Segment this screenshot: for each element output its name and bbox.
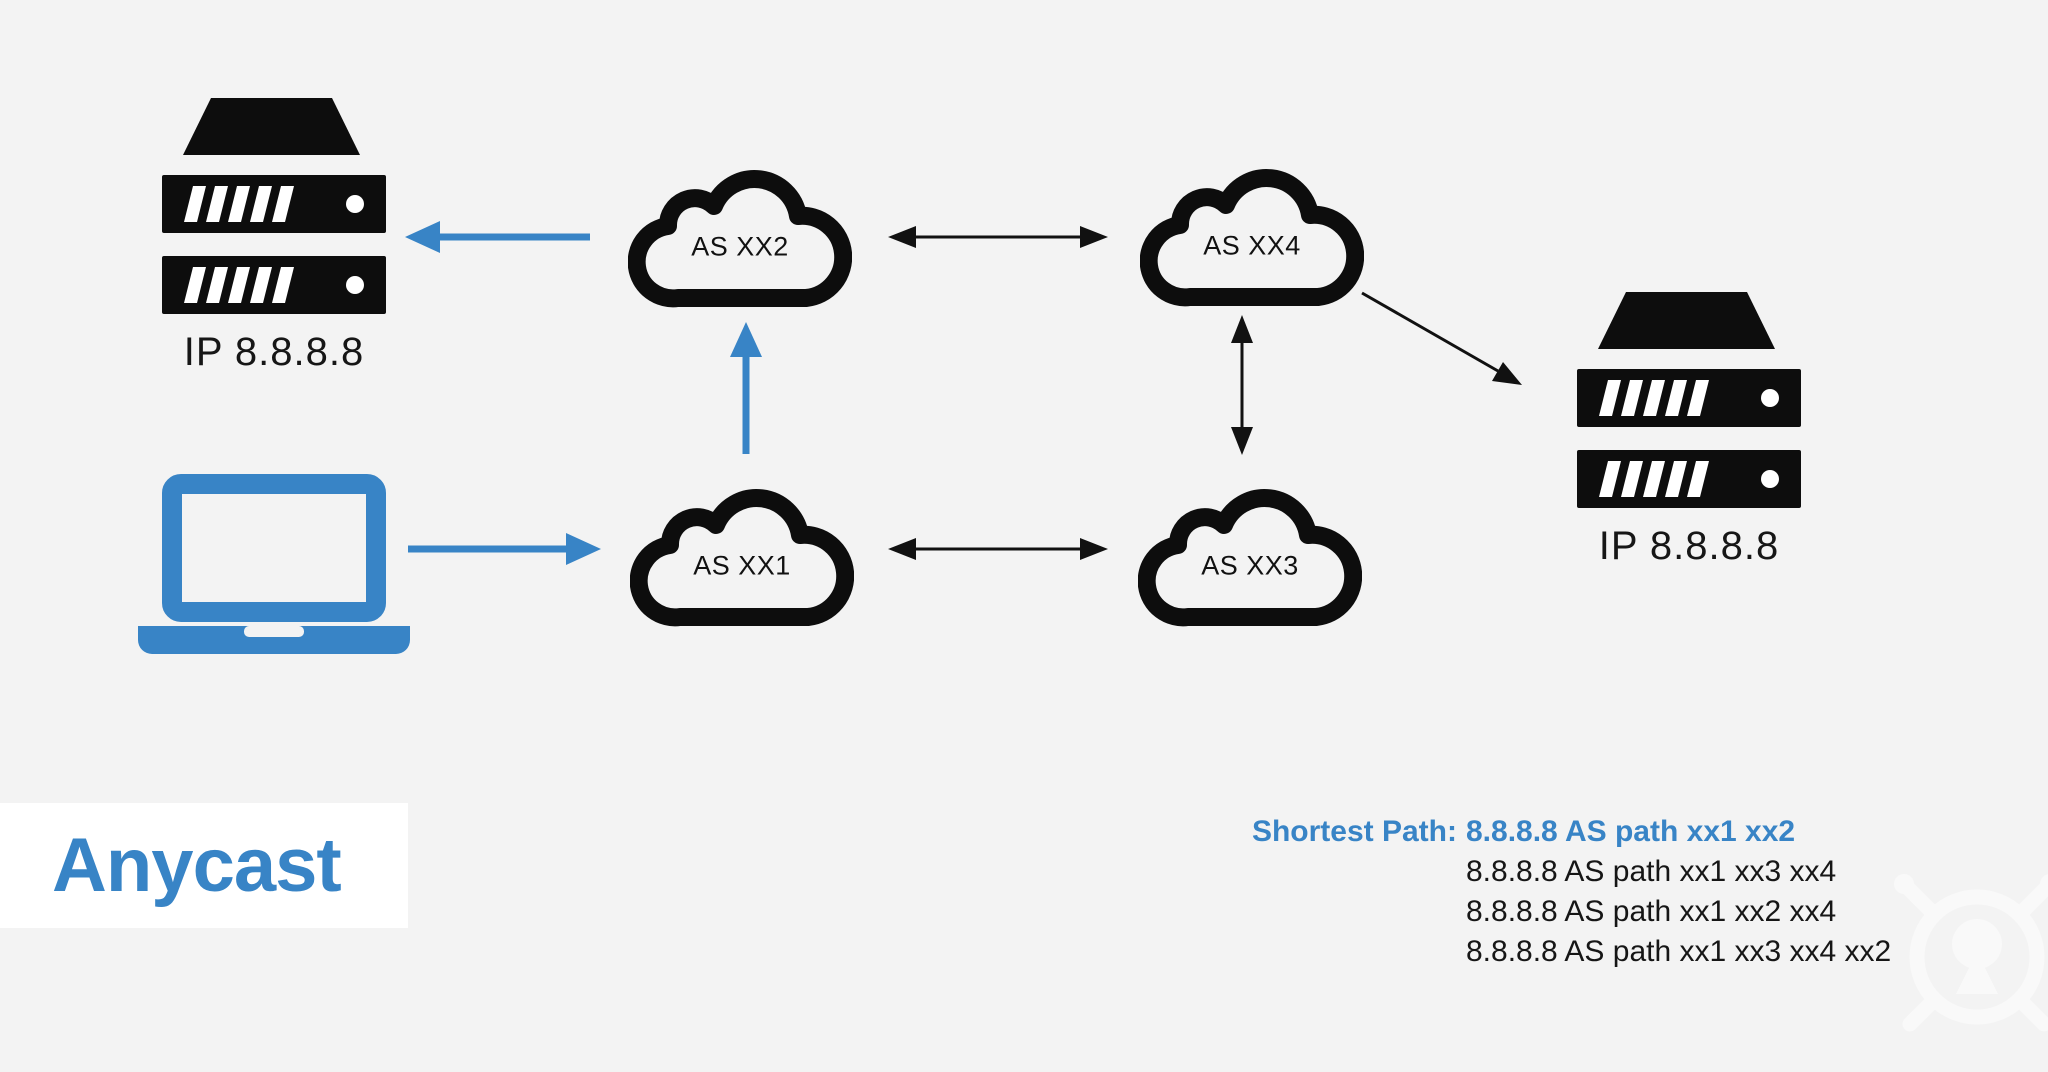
keyhole-watermark-icon <box>1870 852 2048 1072</box>
cloud-label-as-xx4: AS XX4 <box>1203 230 1301 261</box>
cloud-icon <box>1140 169 1364 307</box>
shortest-path-value: 8.8.8.8 AS path xx1 xx2 <box>1466 815 1796 848</box>
double-arrow-xx2-xx4-icon <box>888 226 1108 248</box>
route-alternative: 8.8.8.8 AS path xx1 xx2 xx4 <box>1466 895 1837 928</box>
route-spacer <box>1246 892 1466 932</box>
cloud-as-xx2: AS XX2 <box>628 150 852 312</box>
cloud-label-as-xx1: AS XX1 <box>693 550 791 581</box>
server-right-caption: IP 8.8.8.8 <box>1598 524 1780 568</box>
arrow-xx4-to-right-server-icon <box>1361 291 1522 385</box>
route-list: Shortest Path: 8.8.8.8 AS path xx1 xx2 8… <box>1246 812 1891 972</box>
route-spacer <box>1246 852 1466 892</box>
anycast-diagram: IP 8.8.8.8 IP 8.8 <box>0 98 1892 972</box>
cloud-as-xx3: AS XX3 <box>1138 469 1362 631</box>
cloud-icon <box>630 489 854 627</box>
blue-arrow-laptop-to-xx1-icon <box>408 533 601 565</box>
title-panel: Anycast <box>0 803 408 928</box>
route-spacer <box>1246 932 1466 972</box>
shortest-path-label: Shortest Path: <box>1251 815 1457 848</box>
double-arrow-xx1-xx3-icon <box>888 538 1108 560</box>
laptop-icon <box>138 474 410 654</box>
cloud-label-as-xx2: AS XX2 <box>691 231 789 262</box>
route-alternative: 8.8.8.8 AS path xx1 xx3 xx4 xx2 <box>1466 935 1892 968</box>
server-right-icon <box>1577 292 1801 508</box>
cloud-as-xx1: AS XX1 <box>630 469 854 631</box>
route-alternative: 8.8.8.8 AS path xx1 xx3 xx4 <box>1466 855 1837 888</box>
server-left-icon <box>162 98 386 314</box>
server-left-caption: IP 8.8.8.8 <box>183 330 365 374</box>
cloud-icon <box>1138 489 1362 627</box>
blue-arrow-xx2-to-left-server-icon <box>405 221 590 253</box>
cloud-label-as-xx3: AS XX3 <box>1201 550 1299 581</box>
page-title: Anycast <box>52 823 342 908</box>
blue-arrow-xx1-to-xx2-icon <box>730 322 762 454</box>
double-arrow-xx4-xx3-icon <box>1231 315 1253 455</box>
cloud-icon <box>628 170 852 308</box>
cloud-as-xx4: AS XX4 <box>1140 149 1364 311</box>
